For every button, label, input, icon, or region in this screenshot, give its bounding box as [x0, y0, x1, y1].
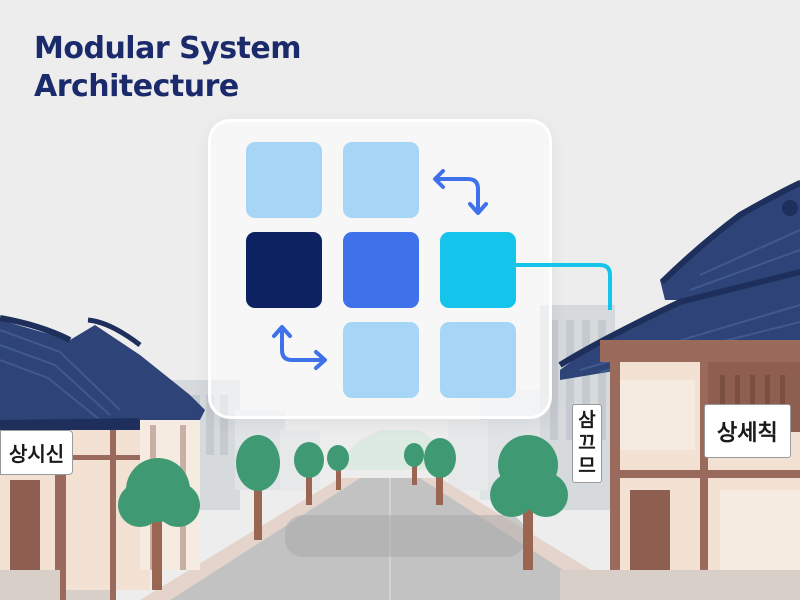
page-title: Modular System Architecture	[34, 30, 302, 106]
tree-right-large	[490, 435, 568, 570]
road-shadow	[285, 515, 525, 557]
shop-sign-right: 상세칙	[704, 404, 791, 458]
module-tile	[440, 322, 516, 398]
tree-right-small	[404, 438, 456, 505]
sign-character: 므	[578, 455, 596, 477]
tree-left-large	[118, 458, 200, 590]
tree-left-mid	[236, 435, 280, 540]
title-line-2: Architecture	[34, 69, 239, 104]
hanok-right-back	[659, 180, 800, 300]
tree-left-small	[294, 442, 349, 505]
module-grid-panel	[208, 119, 552, 419]
hanok-right-front	[558, 269, 800, 600]
shop-sign-left: 상시신	[0, 430, 74, 475]
module-tile	[343, 142, 419, 218]
sign-character: 끄	[578, 432, 596, 454]
module-tile	[246, 142, 322, 218]
title-line-1: Modular System	[34, 31, 302, 66]
module-tile	[343, 322, 419, 398]
module-tile-cyan	[440, 232, 516, 308]
sign-character: 삼	[578, 409, 596, 431]
module-tile-blue	[343, 232, 419, 308]
module-tile-dark	[246, 232, 322, 308]
